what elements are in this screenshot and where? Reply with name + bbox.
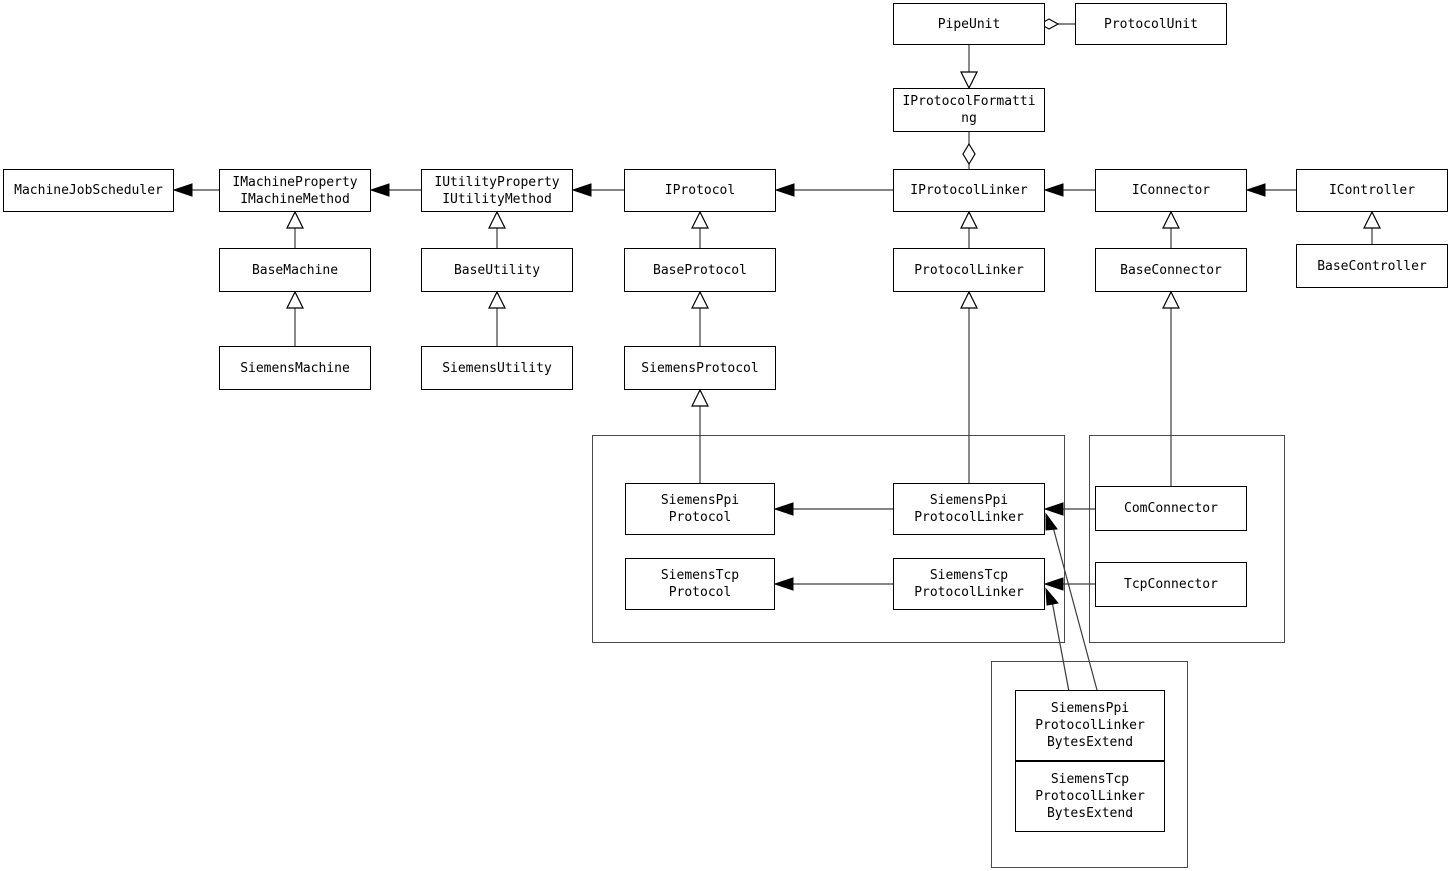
class-box-base-connector[interactable]: BaseConnector bbox=[1095, 248, 1247, 292]
class-box-com-connector[interactable]: ComConnector bbox=[1095, 486, 1247, 531]
class-box-iutility-property[interactable]: IUtilityProperty IUtilityMethod bbox=[421, 169, 573, 212]
class-box-machine-job-scheduler[interactable]: MachineJobScheduler bbox=[3, 169, 174, 212]
edge-siemensutility-to-baseutility bbox=[488, 290, 506, 346]
group-connector-group bbox=[1089, 435, 1285, 643]
edge-ppiprotocol-to-siemensprotocol bbox=[691, 388, 709, 483]
edge-baseprotocol-to-iprotocol bbox=[691, 210, 709, 248]
edge-ppilinker-to-protocollinker bbox=[960, 290, 978, 483]
class-box-base-controller[interactable]: BaseController bbox=[1296, 244, 1448, 288]
class-box-icontroller[interactable]: IController bbox=[1296, 169, 1448, 212]
edge-basecontroller-to-icontroller bbox=[1363, 210, 1381, 244]
class-box-siemens-protocol[interactable]: SiemensProtocol bbox=[624, 346, 776, 390]
class-box-imachine-property[interactable]: IMachineProperty IMachineMethod bbox=[219, 169, 371, 212]
class-box-protocol-linker[interactable]: ProtocolLinker bbox=[893, 248, 1045, 292]
class-box-pipe-unit[interactable]: PipeUnit bbox=[893, 3, 1045, 45]
edge-iprotocollinker-to-iprotocol bbox=[774, 183, 893, 197]
class-box-siemens-tcp-linker-bytes[interactable]: SiemensTcp ProtocolLinker BytesExtend bbox=[1015, 761, 1165, 832]
class-box-iprotocol-linker[interactable]: IProtocolLinker bbox=[893, 169, 1045, 212]
edge-ppilinker-to-ppiprotocol bbox=[773, 502, 893, 516]
class-box-siemens-utility[interactable]: SiemensUtility bbox=[421, 346, 573, 390]
edge-comconnector-to-ppilinker bbox=[1043, 502, 1095, 516]
class-box-siemens-machine[interactable]: SiemensMachine bbox=[219, 346, 371, 390]
edge-iconnector-to-iprotocollinker bbox=[1043, 183, 1095, 197]
class-box-siemens-tcp-protocol[interactable]: SiemensTcp Protocol bbox=[625, 558, 775, 610]
class-box-siemens-ppi-protocol-linker[interactable]: SiemensPpi ProtocolLinker bbox=[893, 483, 1045, 535]
edge-protocollinker-to-iprotocollinker bbox=[960, 210, 978, 248]
class-box-protocol-unit[interactable]: ProtocolUnit bbox=[1075, 3, 1227, 45]
edge-baseconnector-to-iconnector bbox=[1162, 210, 1180, 248]
edge-baseutility-to-iutility bbox=[488, 210, 506, 248]
edge-icontroller-to-iconnector bbox=[1245, 183, 1296, 197]
edge-basemachine-to-imachine bbox=[286, 210, 304, 248]
class-box-siemens-ppi-protocol[interactable]: SiemensPpi Protocol bbox=[625, 483, 775, 535]
edge-formatting-to-linker bbox=[962, 132, 976, 169]
edge-ppibytes-to-ppilinker bbox=[1045, 512, 1098, 691]
edge-protocolunit-to-pipeunit bbox=[1038, 18, 1075, 30]
edge-iutility-to-imachine bbox=[369, 183, 421, 197]
class-box-iprotocol-formatting[interactable]: IProtocolFormatti ng bbox=[893, 88, 1045, 132]
class-box-siemens-tcp-protocol-linker[interactable]: SiemensTcp ProtocolLinker bbox=[893, 558, 1045, 610]
class-box-iconnector[interactable]: IConnector bbox=[1095, 169, 1247, 212]
edge-iprotocol-to-iutility bbox=[571, 183, 624, 197]
edge-imachine-to-scheduler bbox=[172, 183, 219, 197]
class-box-iprotocol[interactable]: IProtocol bbox=[624, 169, 776, 212]
edge-comconnector-to-baseconnector bbox=[1162, 290, 1180, 486]
class-box-base-machine[interactable]: BaseMachine bbox=[219, 248, 371, 292]
edge-siemensprotocol-to-baseprotocol bbox=[691, 290, 709, 346]
edge-pipeunit-to-formatting bbox=[960, 45, 978, 90]
class-box-tcp-connector[interactable]: TcpConnector bbox=[1095, 562, 1247, 607]
edge-siemensmachine-to-basemachine bbox=[286, 290, 304, 346]
class-box-base-protocol[interactable]: BaseProtocol bbox=[624, 248, 776, 292]
edge-tcplinker-to-tcpprotocol bbox=[773, 577, 893, 591]
class-box-base-utility[interactable]: BaseUtility bbox=[421, 248, 573, 292]
group-protocol-group bbox=[592, 435, 1065, 643]
class-box-siemens-ppi-linker-bytes[interactable]: SiemensPpi ProtocolLinker BytesExtend bbox=[1015, 690, 1165, 761]
edge-tcpconnector-to-tcplinker bbox=[1043, 577, 1095, 591]
